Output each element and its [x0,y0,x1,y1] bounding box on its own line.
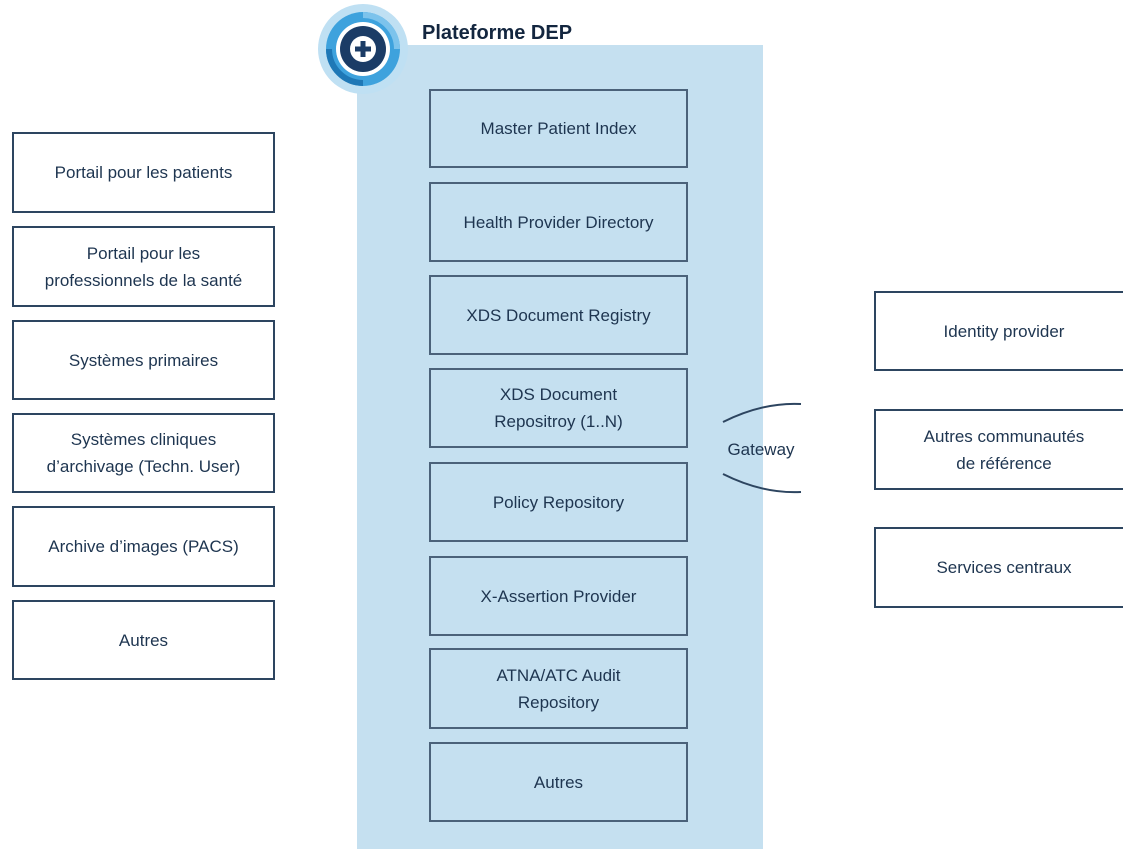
external-identity-provider: Identity provider [874,291,1123,371]
component-health-provider-directory: Health Provider Directory [429,182,688,262]
gateway-arcs [722,402,802,494]
client-systemes-cliniques-archivage: Systèmes cliniques d’archivage (Techn. U… [12,413,275,493]
client-archive-images-pacs: Archive d’images (PACS) [12,506,275,587]
platform-title: Plateforme DEP [422,22,573,44]
component-policy-repository: Policy Repository [429,462,688,542]
medical-cross-icon [318,4,408,94]
gateway-label: Gateway [727,440,795,459]
component-xds-document-registry: XDS Document Registry [429,275,688,355]
component-autres: Autres [429,742,688,822]
external-autres-communautes: Autres communautés de référence [874,409,1123,490]
component-atna-atc-audit-repository: ATNA/ATC Audit Repository [429,648,688,729]
component-master-patient-index: Master Patient Index [429,89,688,168]
component-x-assertion-provider: X-Assertion Provider [429,556,688,636]
client-systemes-primaires: Systèmes primaires [12,320,275,400]
client-autres: Autres [12,600,275,680]
client-portail-patients: Portail pour les patients [12,132,275,213]
component-xds-document-repository: XDS Document Repositroy (1..N) [429,368,688,448]
client-portail-professionnels: Portail pour les professionnels de la sa… [12,226,275,307]
external-services-centraux: Services centraux [874,527,1123,608]
